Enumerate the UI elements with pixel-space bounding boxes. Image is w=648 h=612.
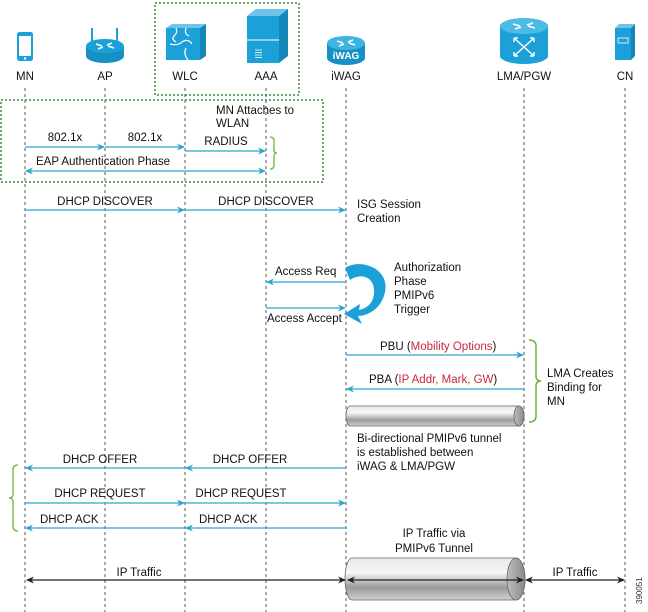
isg-note-line2: Creation xyxy=(357,213,400,225)
label-8021x-a: 802.1x xyxy=(48,132,83,144)
label-request-a: DHCP REQUEST xyxy=(54,488,145,500)
authorization-loop-arrow-icon xyxy=(344,264,386,324)
entity-label-lma: LMA/PGW xyxy=(497,71,551,83)
label-ip-traffic-left: IP Traffic xyxy=(117,567,162,579)
server-tower-icon xyxy=(247,9,288,63)
lma-note-line1: LMA Creates xyxy=(547,368,614,380)
tunnel-note-line1: Bi-directional PMIPv6 tunnel xyxy=(357,433,501,445)
label-eap: EAP Authentication Phase xyxy=(36,156,170,168)
lma-note-line3: MN xyxy=(547,396,565,408)
entity-label-cn: CN xyxy=(617,71,634,83)
label-pbu-mobility-options: Mobility Options xyxy=(411,341,493,353)
figure-id: 390051 xyxy=(635,577,644,604)
label-ack-b: DHCP ACK xyxy=(199,514,258,526)
entity-label-mn: MN xyxy=(16,71,34,83)
attach-phase-box xyxy=(0,99,324,183)
iwag-router-icon: iWAG xyxy=(327,36,365,65)
authz-note-line2: Phase xyxy=(394,276,427,288)
label-access-req: Access Req xyxy=(275,266,336,278)
label-pba: PBA (IP Addr, Mark, GW) xyxy=(369,374,497,386)
switching-router-icon xyxy=(500,18,548,64)
label-8021x-b: 802.1x xyxy=(128,132,163,144)
pmipv6-tunnel-large xyxy=(344,557,526,601)
entity-label-wlc: WLC xyxy=(172,71,198,83)
attach-note-line1: MN Attaches to xyxy=(216,105,294,117)
lma-binding-brace xyxy=(528,339,542,423)
traffic-tunnel-note-line2: PMIPv6 Tunnel xyxy=(395,543,473,555)
entity-label-iwag: iWAG xyxy=(331,71,361,83)
attach-note-line2: WLAN xyxy=(216,118,249,130)
attach-brace xyxy=(269,136,278,170)
smartphone-icon xyxy=(17,32,33,61)
label-discover-a: DHCP DISCOVER xyxy=(57,196,153,208)
tunnel-note-line2: is established between xyxy=(357,447,473,459)
server-icon xyxy=(615,24,635,60)
access-point-router-icon xyxy=(86,28,124,63)
iwag-icon-text: iWAG xyxy=(333,51,360,62)
label-access-accept: Access Accept xyxy=(267,313,343,325)
lma-note-line2: Binding for xyxy=(547,382,602,394)
wireless-lan-controller-icon xyxy=(166,24,206,61)
label-ack-a: DHCP ACK xyxy=(40,514,99,526)
authz-note-line4: Trigger xyxy=(394,304,430,316)
pmipv6-tunnel-small xyxy=(345,405,525,427)
entity-label-aaa: AAA xyxy=(254,71,277,83)
label-pbu: PBU (Mobility Options) xyxy=(380,341,496,353)
label-offer-b: DHCP OFFER xyxy=(213,454,288,466)
tunnel-note-line3: iWAG & LMA/PGW xyxy=(357,461,455,473)
label-offer-a: DHCP OFFER xyxy=(63,454,138,466)
entity-label-ap: AP xyxy=(97,71,113,83)
label-discover-b: DHCP DISCOVER xyxy=(218,196,314,208)
label-pba-values: IP Addr, Mark, GW xyxy=(398,374,493,386)
wlc-aaa-group-box xyxy=(154,2,300,96)
label-radius: RADIUS xyxy=(204,136,248,148)
authz-note-line3: PMIPv6 xyxy=(394,290,434,302)
isg-note-line1: ISG Session xyxy=(357,199,421,211)
label-request-b: DHCP REQUEST xyxy=(195,488,286,500)
dhcp-brace xyxy=(8,464,19,532)
authz-note-line1: Authorization xyxy=(394,262,461,274)
traffic-tunnel-note-line1: IP Traffic via xyxy=(403,528,466,540)
label-ip-traffic-right: IP Traffic xyxy=(553,567,598,579)
